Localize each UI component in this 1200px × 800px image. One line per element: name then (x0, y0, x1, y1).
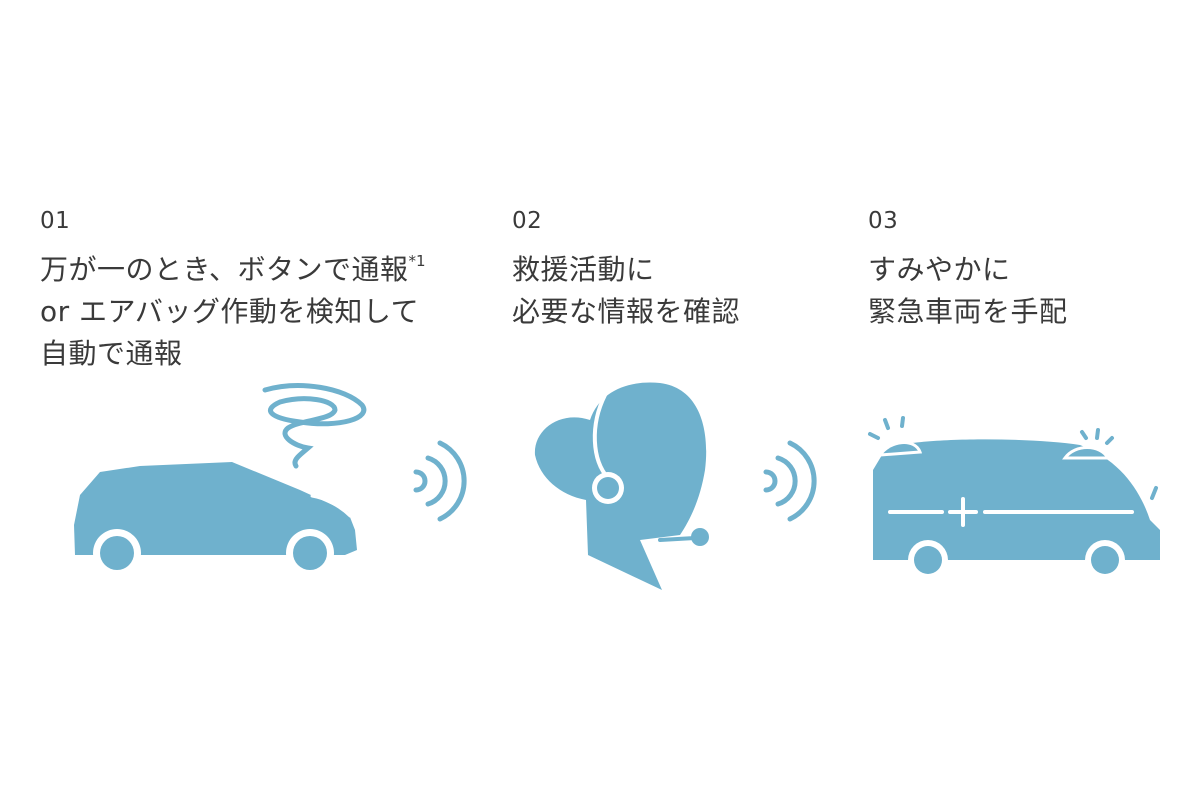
wireless-signal-icon (763, 440, 817, 522)
footnote-marker: *1 (408, 252, 426, 270)
step-description-line: 必要な情報を確認 (512, 295, 741, 328)
step-description-text: 万が一のとき、ボタンで通報 (40, 253, 409, 286)
step-description-line: 万が一のとき、ボタンで通報*1 (40, 249, 426, 291)
step-description-line: 救援活動に (512, 253, 655, 286)
step-1: 01 万が一のとき、ボタンで通報*1 or エアバッグ作動を検知して 自動で通報 (40, 205, 426, 375)
step-description: 万が一のとき、ボタンで通報*1 or エアバッグ作動を検知して 自動で通報 (40, 249, 426, 375)
step-description: 救援活動に 必要な情報を確認 (512, 249, 740, 333)
step-description-line: 自動で通報 (40, 337, 183, 370)
step-description-line: or エアバッグ作動を検知して (40, 295, 420, 328)
step-number: 01 (40, 208, 71, 234)
ambulance-icon (868, 416, 1160, 580)
step-number: 02 (512, 208, 543, 234)
step-2: 02 救援活動に 必要な情報を確認 (512, 205, 740, 333)
step-number: 03 (868, 208, 899, 234)
car-with-alert-icon (74, 383, 367, 577)
step-description-line: すみやかに (868, 253, 1011, 286)
step-description: すみやかに 緊急車両を手配 (868, 249, 1068, 333)
step-3: 03 すみやかに 緊急車両を手配 (868, 205, 1068, 333)
wireless-signal-icon (413, 440, 467, 522)
step-description-line: 緊急車両を手配 (868, 295, 1068, 328)
operator-headset-icon (534, 382, 709, 590)
